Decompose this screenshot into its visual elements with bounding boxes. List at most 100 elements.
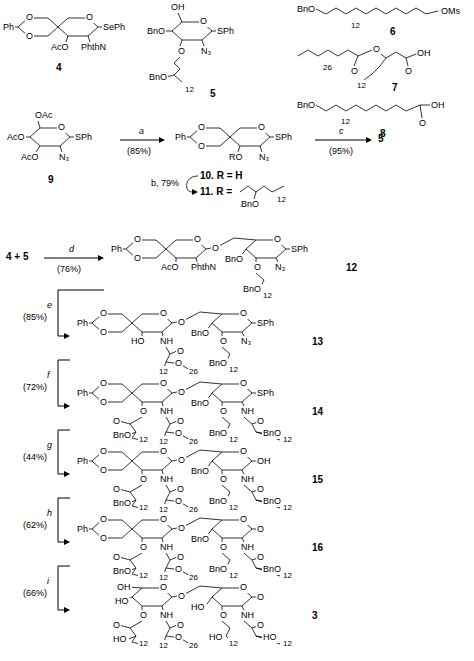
compound-number: 15 bbox=[312, 474, 323, 486]
atom-label: O bbox=[112, 620, 121, 631]
atom-label: O bbox=[219, 474, 228, 485]
atom-label: BnO bbox=[190, 398, 210, 409]
atom-label: O bbox=[99, 514, 108, 525]
atom-label: PhthN bbox=[80, 42, 107, 53]
atom-label: AcO bbox=[50, 42, 70, 53]
reagent-letter: a bbox=[138, 126, 145, 137]
atom-label: O bbox=[112, 552, 121, 563]
atom-label: SPh bbox=[256, 318, 275, 329]
atom-label: 12 bbox=[158, 640, 169, 651]
reaction-arrow bbox=[58, 566, 70, 613]
arrow-head bbox=[159, 137, 165, 143]
atom-label: O bbox=[256, 416, 265, 427]
atom-label: O bbox=[176, 620, 185, 631]
atom-label: BnO bbox=[224, 254, 244, 265]
compound-number: 4 + 5 bbox=[6, 251, 29, 263]
bond-line bbox=[58, 360, 70, 406]
atom-label: Ph bbox=[2, 22, 15, 33]
bond-line bbox=[165, 31, 172, 32]
atom-label: O bbox=[256, 552, 265, 563]
compound-number: 12 bbox=[346, 262, 357, 274]
compound-number: 6 bbox=[390, 26, 396, 38]
atom-label: O bbox=[256, 484, 265, 495]
atom-label: OMs bbox=[440, 6, 461, 17]
atom-label: 12 bbox=[282, 434, 293, 445]
atom-label: O bbox=[219, 406, 228, 417]
bond-line bbox=[420, 105, 422, 118]
atom-label: BnO bbox=[112, 430, 132, 441]
reaction-arrow bbox=[58, 360, 70, 409]
bond-line bbox=[190, 128, 230, 146]
compound: 9 bbox=[2, 108, 120, 194]
bond-line bbox=[386, 52, 406, 58]
bond-line bbox=[164, 485, 170, 506]
atom-label: HO bbox=[208, 632, 224, 643]
bond-line bbox=[38, 121, 40, 128]
atom-label: 12 bbox=[350, 20, 361, 31]
atom-label: BnO bbox=[262, 564, 282, 575]
bond-line bbox=[254, 192, 256, 199]
atom-label: O bbox=[256, 524, 265, 535]
bond-line bbox=[58, 290, 104, 336]
atom-label: O bbox=[418, 118, 427, 129]
atom-label: HO bbox=[130, 336, 146, 347]
bond-line bbox=[120, 140, 159, 141]
atom-label: O bbox=[199, 16, 208, 27]
atom-label: 12 bbox=[282, 502, 293, 513]
atom-label: 12 bbox=[228, 570, 239, 581]
atom-label: N₃ bbox=[274, 262, 286, 273]
atom-label: O bbox=[404, 66, 413, 77]
atom-label: NH bbox=[159, 474, 174, 485]
atom-label: 12 bbox=[276, 194, 287, 205]
atom-label: BnO bbox=[208, 428, 228, 439]
bond-line bbox=[358, 50, 372, 56]
atom-label: O bbox=[99, 533, 108, 544]
atom-label: O bbox=[176, 346, 185, 357]
atom-label: O bbox=[177, 387, 186, 398]
bond-line bbox=[406, 54, 416, 58]
atom-label: O bbox=[25, 12, 34, 23]
yield-label: (76%) bbox=[56, 264, 82, 275]
atom-label: 12 bbox=[356, 80, 367, 91]
bond-line bbox=[58, 430, 70, 474]
reagent-letter: g bbox=[46, 440, 53, 451]
atom-label: O bbox=[256, 620, 265, 631]
atom-label: 12 bbox=[138, 638, 149, 649]
atom-label: O bbox=[159, 446, 168, 457]
reaction-arrow bbox=[58, 290, 104, 339]
atom-label: O bbox=[256, 592, 265, 603]
atom-label: 26 bbox=[188, 366, 199, 377]
compound: 4 bbox=[2, 0, 130, 78]
atom-label: O bbox=[112, 416, 121, 427]
atom-label: HO bbox=[112, 634, 128, 645]
atom-label: O bbox=[133, 253, 142, 264]
atom-label: O bbox=[139, 610, 148, 621]
compound-number: 9 bbox=[48, 174, 54, 186]
atom-label: PhthN bbox=[190, 262, 217, 273]
atom-label: O bbox=[85, 12, 94, 23]
atom-label: 12 bbox=[138, 570, 149, 581]
compound: 4 + 5 bbox=[4, 250, 44, 266]
reaction-arrow bbox=[120, 137, 165, 143]
atom-label: N₃ bbox=[258, 152, 270, 163]
atom-label: 12 bbox=[228, 434, 239, 445]
bond-line bbox=[183, 586, 222, 595]
atom-label: BnO bbox=[190, 534, 210, 545]
atom-label: 26 bbox=[188, 436, 199, 447]
atom-label: Ph bbox=[76, 388, 89, 399]
bond-line bbox=[58, 498, 70, 542]
atom-label: O bbox=[239, 446, 248, 457]
atom-label: Ph bbox=[76, 318, 89, 329]
bond-line bbox=[166, 568, 174, 569]
atom-label: SPh bbox=[290, 244, 309, 255]
yield-label: (62%) bbox=[22, 520, 48, 531]
yield-label: (44%) bbox=[22, 452, 48, 463]
atom-label: O bbox=[159, 308, 168, 319]
atom-label: HO bbox=[262, 632, 278, 643]
atom-label: BnO bbox=[242, 284, 262, 295]
bond-line bbox=[58, 566, 70, 610]
atom-label: O bbox=[174, 358, 183, 369]
atom-label: O bbox=[174, 428, 183, 439]
atom-label: Ph bbox=[76, 456, 89, 467]
atom-label: BnO bbox=[208, 358, 228, 369]
